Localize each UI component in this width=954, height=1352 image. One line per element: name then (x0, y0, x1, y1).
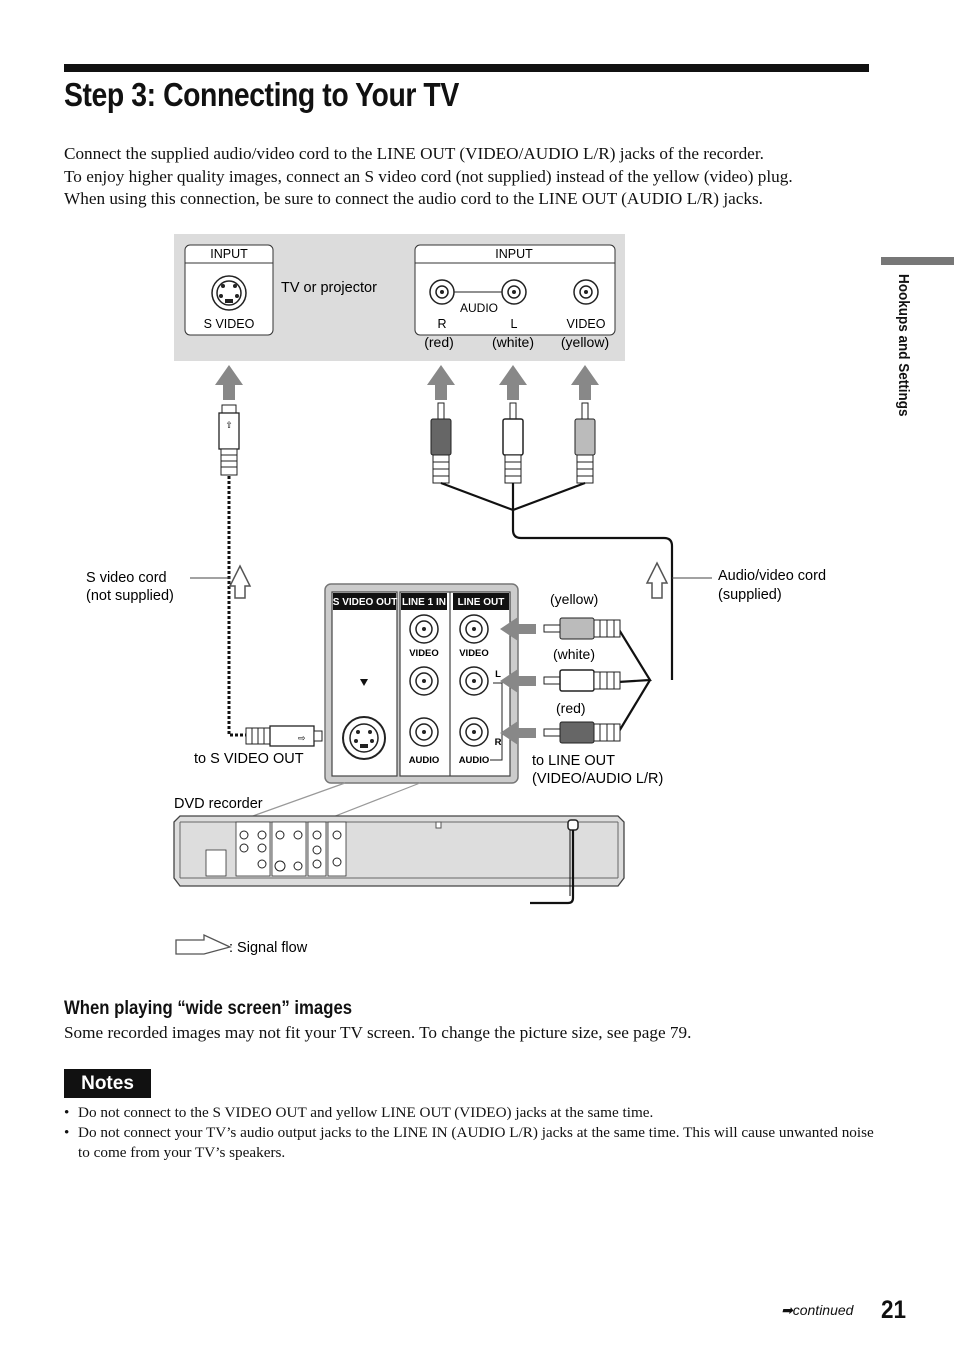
panel-line-out-label: LINE OUT (458, 597, 505, 608)
section-tab-label: Hookups and Settings (895, 274, 912, 417)
svideo-signal-arrow-icon (228, 564, 252, 599)
dvd-recorder-label: DVD recorder (174, 796, 263, 812)
section-heading: When playing “wide screen” images (64, 998, 353, 1019)
panel-svideo-jack-icon (342, 716, 386, 760)
panel-video-label: VIDEO (409, 648, 439, 659)
tv-r-label: R (437, 317, 446, 331)
panel-l-label: L (495, 669, 501, 680)
intro-line: When using this connection, be sure to c… (64, 189, 763, 208)
signal-flow-label: : Signal flow (229, 940, 308, 956)
page-title: Step 3: Connecting to Your TV (64, 76, 459, 113)
panel-r-label: R (495, 737, 502, 748)
insert-arrow-icons (500, 617, 536, 745)
color-white-label: (white) (492, 334, 534, 350)
svideo-plug-icon: ⇧ (218, 404, 240, 476)
panel-video-label: VIDEO (459, 648, 489, 659)
svideo-cord-label: S video cord (86, 570, 167, 586)
tv-svideo-jack-icon (211, 275, 247, 311)
continued-indicator: ➡continued (781, 1302, 853, 1319)
av-signal-arrow-icon (645, 561, 669, 599)
color-yellow-label: (yellow) (561, 334, 609, 350)
signal-flow-legend-icon (175, 933, 232, 955)
panel-svideo-out-label: S VIDEO OUT (333, 597, 397, 608)
note-item: Do not connect your TV’s audio output ja… (64, 1123, 879, 1163)
svideo-cable (227, 476, 246, 737)
tv-audio-label: AUDIO (460, 301, 498, 315)
tv-video-label: VIDEO (567, 317, 606, 331)
svideo-plug-side-icon: ⇨ (245, 725, 323, 747)
down-marker-icon (360, 679, 368, 686)
panel-rca-jack-icons (409, 614, 489, 747)
to-svideo-out-label: to S VIDEO OUT (194, 751, 304, 767)
tv-l-label: L (511, 317, 518, 331)
plug-red-label: (red) (556, 700, 586, 716)
intro-line: To enjoy higher quality images, connect … (64, 166, 793, 186)
to-line-out-label: (VIDEO/AUDIO L/R) (532, 771, 663, 787)
tv-svideo-label: S VIDEO (204, 317, 255, 331)
tv-input-label: INPUT (210, 247, 248, 261)
arrow-right-icon: ➡ (781, 1302, 793, 1318)
rca-plug-top-icons (430, 402, 596, 484)
continued-label: continued (792, 1302, 854, 1318)
tv-input-label: INPUT (495, 247, 533, 261)
notes-list: Do not connect to the S VIDEO OUT and ye… (64, 1103, 879, 1163)
panel-audio-label: AUDIO (459, 755, 490, 766)
note-item: Do not connect to the S VIDEO OUT and ye… (64, 1103, 879, 1123)
to-line-out-label: to LINE OUT (532, 753, 615, 769)
tv-projector-label: TV or projector (281, 280, 377, 296)
dvd-recorder-rear-view (173, 815, 625, 905)
svideo-cord-label: (not supplied) (86, 588, 174, 604)
av-cord-label: Audio/video cord (718, 568, 826, 584)
section-tab-bar (881, 257, 954, 265)
section-body: Some recorded images may not fit your TV… (64, 1023, 692, 1042)
intro-line: Connect the supplied audio/video cord to… (64, 144, 764, 163)
rca-plug-side-icons (543, 617, 621, 744)
intro-paragraph: Connect the supplied audio/video cord to… (64, 143, 884, 211)
panel-line1-in-label: LINE 1 IN (402, 597, 446, 608)
av-cord-label: (supplied) (718, 587, 782, 603)
plug-yellow-label: (yellow) (550, 591, 598, 607)
plug-white-label: (white) (553, 646, 595, 662)
svg-text:⇨: ⇨ (298, 733, 306, 743)
svg-text:⇧: ⇧ (225, 420, 233, 430)
page-number: 21 (881, 1296, 907, 1324)
signal-arrow-icons (215, 365, 599, 400)
panel-audio-label: AUDIO (409, 755, 440, 766)
title-rule (64, 64, 869, 72)
notes-badge: Notes (64, 1069, 151, 1098)
av-cable (440, 481, 674, 734)
color-red-label: (red) (424, 334, 454, 350)
